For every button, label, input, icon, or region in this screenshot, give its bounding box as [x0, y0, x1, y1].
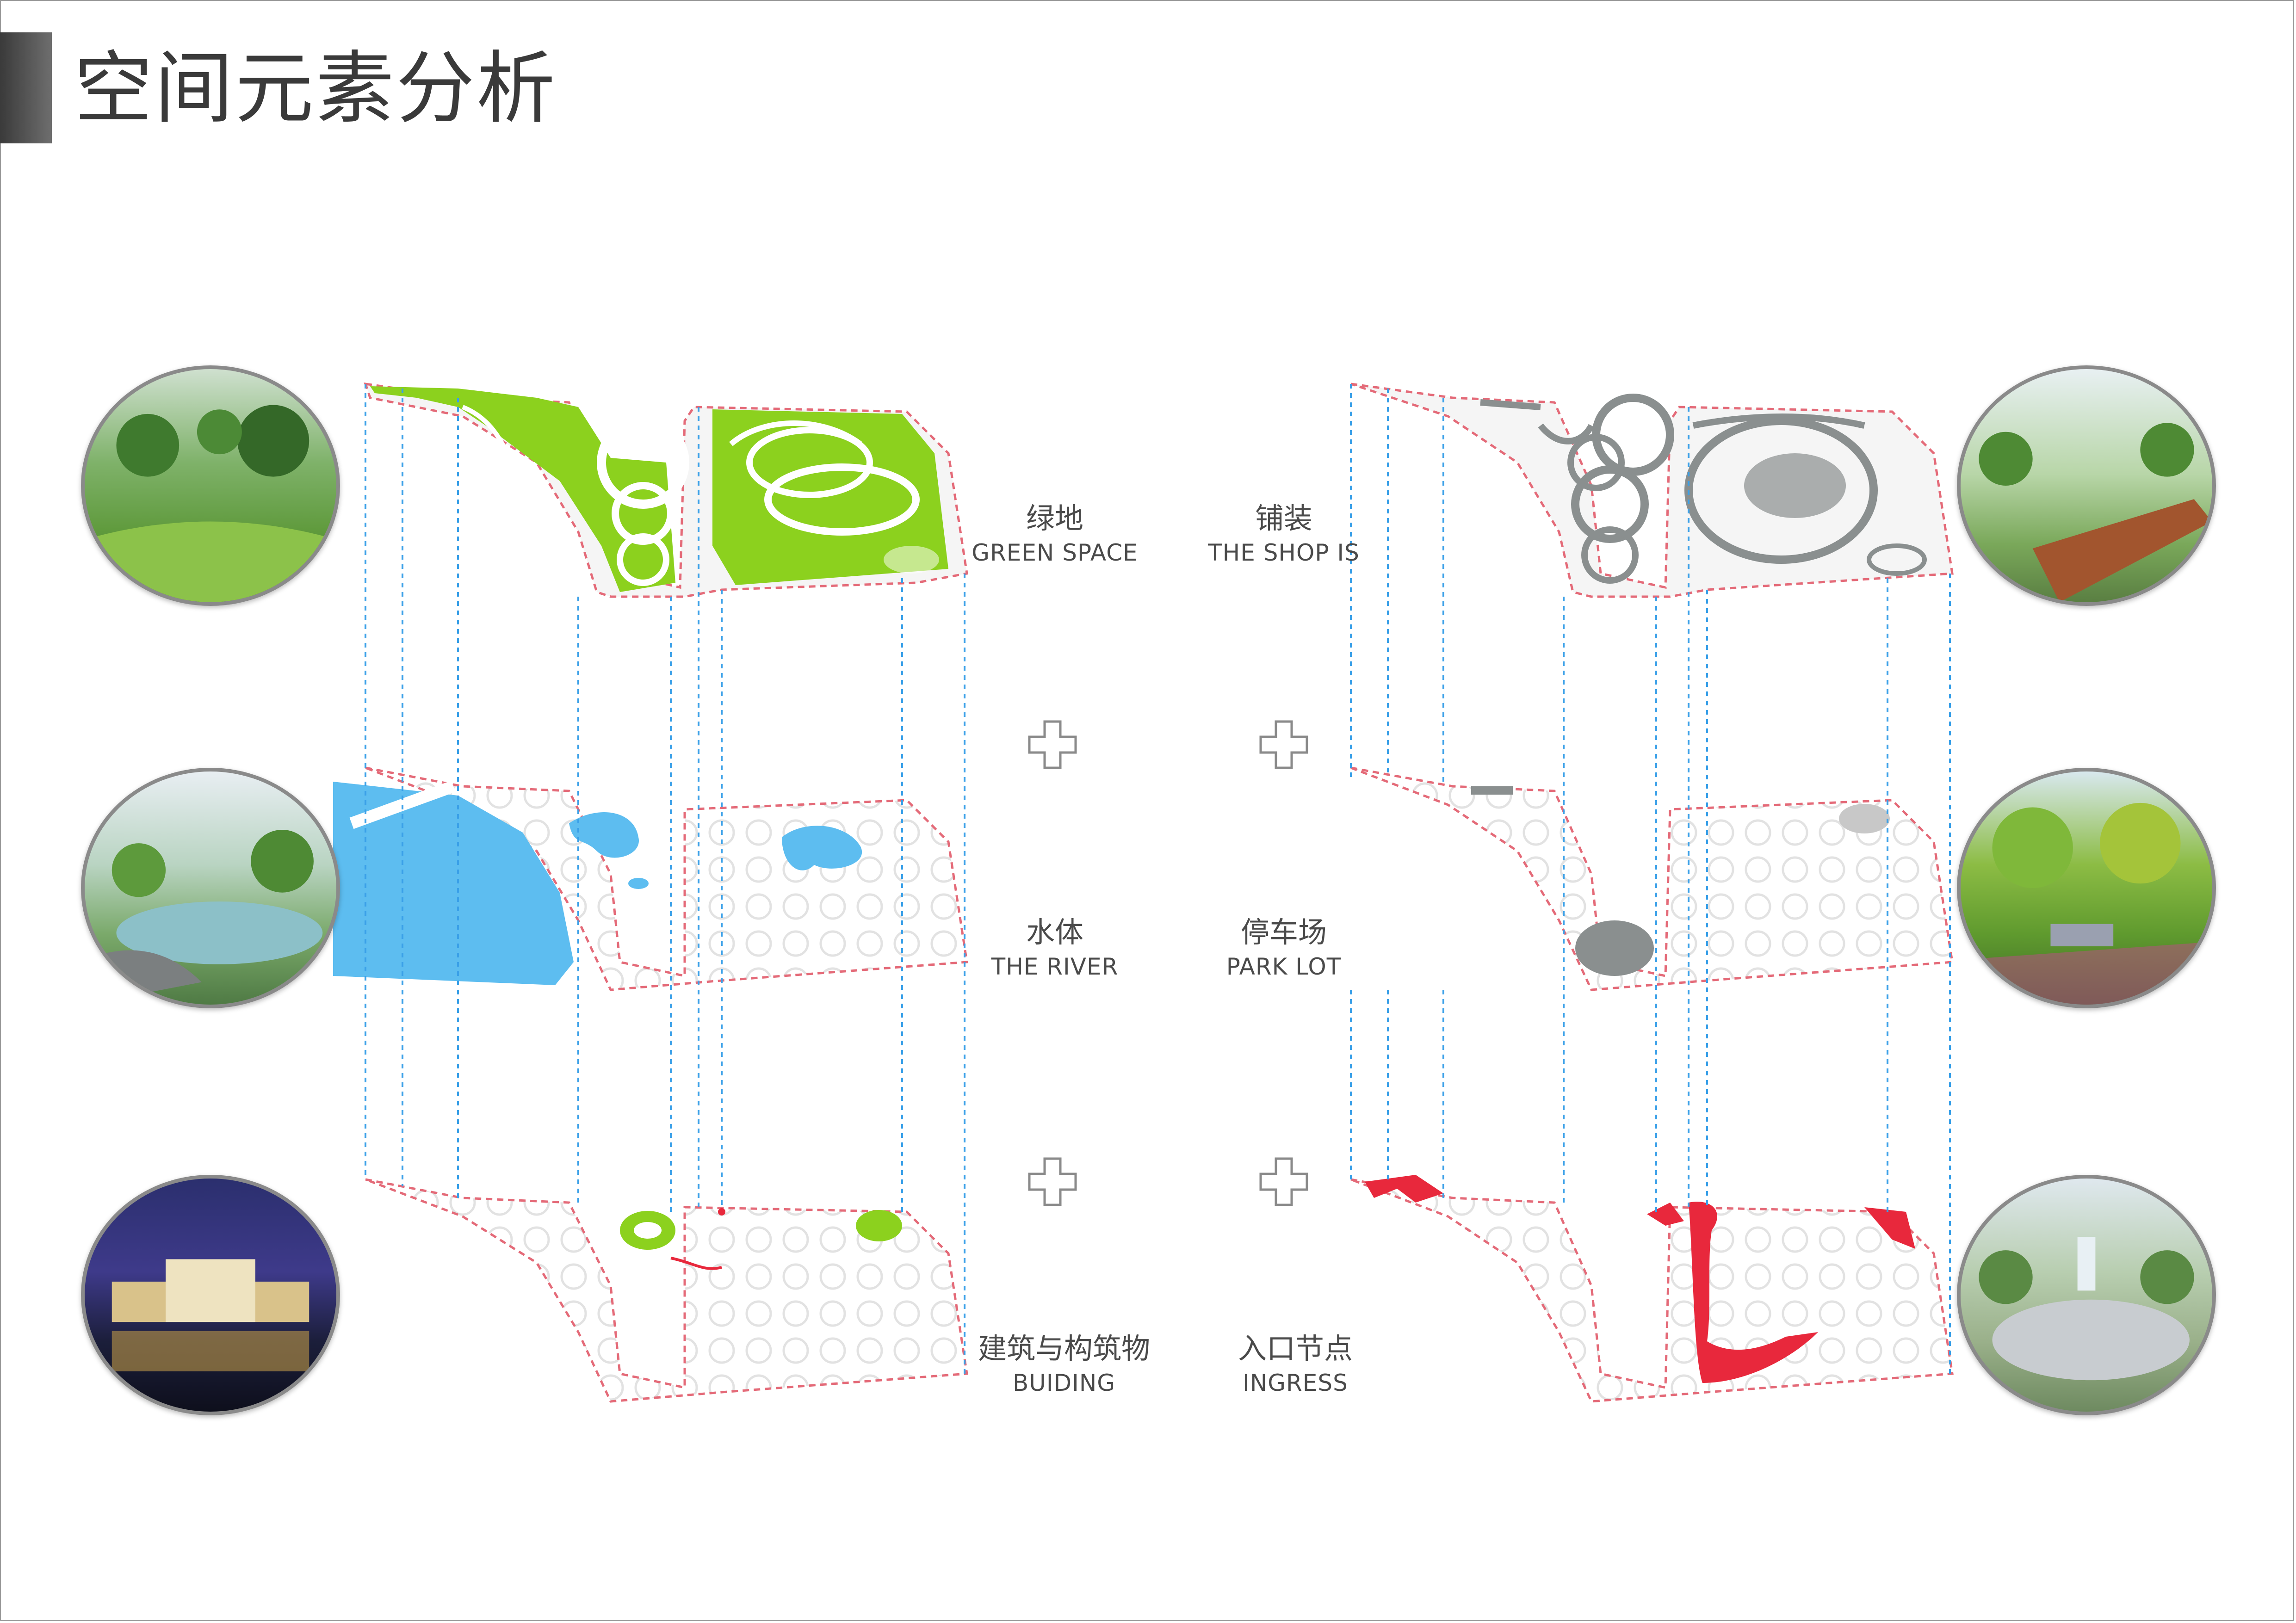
green-space-photo	[81, 365, 340, 606]
label-green-space-en: GREEN SPACE	[972, 539, 1138, 566]
plus-icon	[1028, 720, 1077, 769]
left-guide-lines	[365, 384, 965, 1374]
label-paving-cn: 铺装	[1255, 501, 1312, 535]
label-water-cn: 水体	[1026, 915, 1083, 949]
right-stack	[1350, 383, 1954, 1403]
plus-icon	[1259, 720, 1308, 769]
left-stack	[333, 382, 968, 1403]
label-paving-en: THE SHOP IS	[1208, 539, 1360, 566]
label-ingress-en: INGRESS	[1243, 1370, 1348, 1396]
label-building-cn: 建筑与构筑物	[978, 1332, 1150, 1365]
label-parking-en: PARK LOT	[1226, 953, 1342, 980]
label-green-space-cn: 绿地	[1026, 501, 1083, 535]
river-photo	[81, 768, 340, 1008]
plus-icon	[1259, 1157, 1308, 1206]
building-layer	[365, 1178, 968, 1403]
green-space-layer	[364, 382, 968, 598]
paving-layer	[1350, 383, 1954, 598]
building-photo	[81, 1175, 340, 1415]
parking-photo	[1957, 768, 2216, 1008]
water-layer	[333, 766, 968, 991]
ingress-photo	[1957, 1175, 2216, 1415]
label-ingress-cn: 入口节点	[1238, 1332, 1353, 1365]
label-water-en: THE RIVER	[991, 953, 1119, 980]
page-title: 空间元素分析	[74, 43, 557, 135]
ingress-layer	[1350, 1175, 1954, 1403]
plus-icon	[1028, 1157, 1077, 1206]
paving-photo	[1957, 365, 2216, 606]
parking-layer	[1350, 766, 1954, 991]
right-guide-lines	[1350, 384, 1951, 1374]
title-accent-bar	[0, 32, 52, 143]
label-parking-cn: 停车场	[1240, 915, 1327, 949]
label-building-en: BUIDING	[1012, 1370, 1116, 1396]
